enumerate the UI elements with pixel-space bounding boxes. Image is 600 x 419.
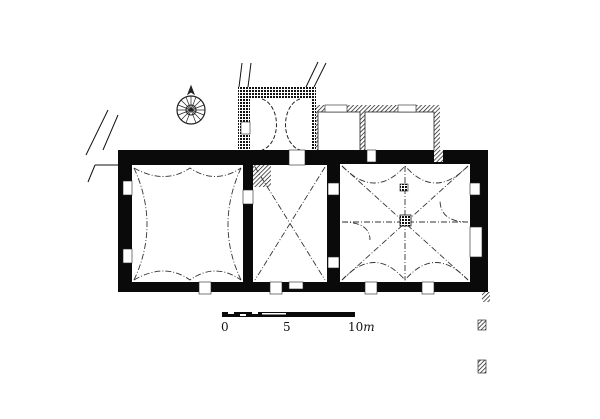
east-annex [316, 104, 440, 153]
room-west [132, 165, 243, 282]
legend-swatch-hatched [477, 319, 487, 331]
north-annex [238, 87, 316, 152]
scale-tick-0: 0 [221, 320, 229, 334]
site-context-lines [85, 61, 327, 183]
scale-bar [222, 312, 355, 317]
scale-tick-10: 10m [348, 320, 375, 334]
compass-rose-icon [176, 84, 206, 125]
legend-swatch-crosshatched [477, 359, 487, 374]
scale-unit: m [363, 320, 375, 334]
main-building [118, 149, 490, 302]
scale-tick-10-value: 10 [348, 320, 364, 334]
scale-tick-5: 5 [283, 320, 291, 334]
